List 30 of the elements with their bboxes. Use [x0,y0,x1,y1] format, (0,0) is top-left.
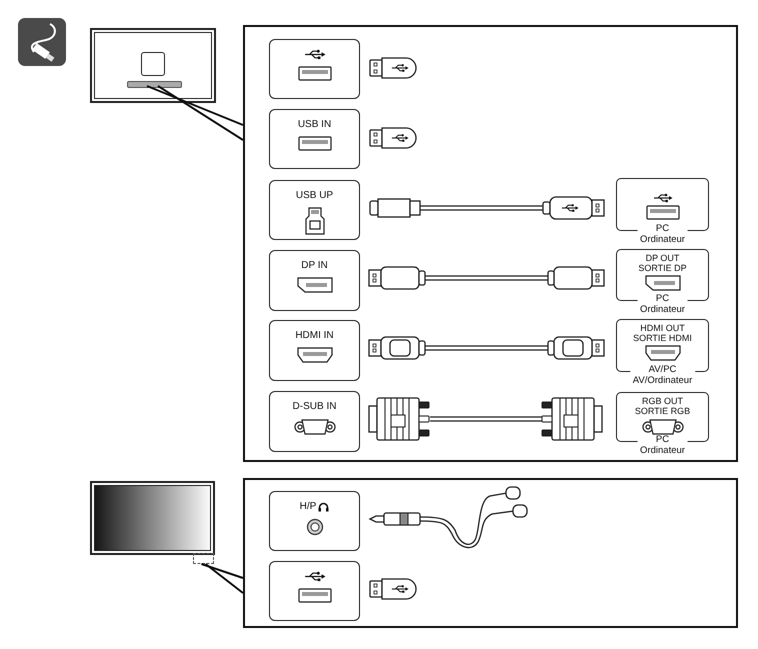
zoom-panel [243,478,738,628]
port-label: RGB OUT SORTIE RGB [634,396,692,416]
port-box [269,561,360,621]
port-label: D-SUB IN [292,401,336,412]
device-label: AV/PC AV/Ordinateur [630,365,696,386]
port-label: H/P [300,501,316,512]
port-label: USB IN [298,119,332,130]
port-label: DP IN [301,260,328,271]
device-label: PC Ordinateur [637,294,688,315]
port-box [269,250,360,311]
port-label: HDMI OUT SORTIE HDMI [632,323,693,343]
zoom-panel [243,25,738,462]
port-label: USB UP [296,190,334,201]
device-label: PC Ordinateur [637,224,688,245]
port-box [269,491,360,551]
port-box [269,391,360,452]
leader-line [204,563,244,594]
port-label: DP OUT SORTIE DP [637,253,688,273]
port-label: HDMI IN [295,330,334,341]
leader-line [146,85,244,126]
port-area-outline [193,553,214,564]
leader-line [201,563,244,579]
monitor-drawing [90,481,215,555]
port-box [269,109,360,169]
port-box [269,180,360,240]
leader-line [157,85,244,141]
port-strip [127,81,182,88]
monitor-drawing [90,28,216,103]
port-box [269,39,360,99]
port-box [269,320,360,381]
